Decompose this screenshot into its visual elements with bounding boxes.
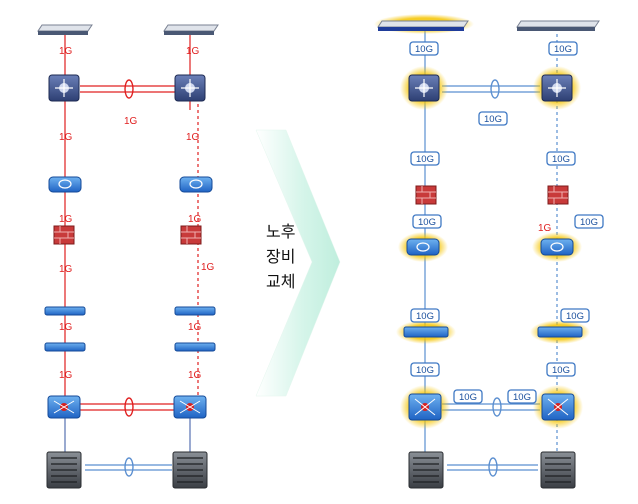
right-label-sw-l: 10G [416,365,434,376]
left-firewall-1 [53,225,75,245]
right-label-fw-side-r: 1G [538,223,552,234]
right-label-mid: 10G [484,114,502,125]
right-label-bottom-l: 10G [459,392,477,403]
left-switch-a2 [174,306,216,316]
left-label-sw-l: 1G [59,370,73,381]
left-label-lb-l: 1G [59,322,73,333]
left-label-srv-l: 1G [59,46,73,57]
right-label-core-r: 10G [552,154,570,165]
right-server-2 [516,20,600,31]
left-core-router-1 [48,74,80,102]
left-label-fw-out-r: 1G [201,262,215,273]
right-switch-1 [396,320,456,344]
left-l3-switch-2 [173,395,207,419]
left-server-2 [163,24,219,35]
left-label-fw-in-r: 1G [188,214,202,225]
right-label-fw-box-r: 10G [580,217,598,228]
left-label-fw-out-l: 1G [59,264,73,275]
right-core-router-1 [400,66,448,110]
right-label-core-l: 10G [416,154,434,165]
right-label-srv-r: 10G [554,44,572,55]
left-label-fw-in-l: 1G [59,214,73,225]
right-lb-2 [532,232,582,262]
transition-arrow: 노후 장비 교체 [255,129,341,397]
left-server-1 [37,24,93,35]
left-label-lb-r: 1G [188,322,202,333]
right-core-lag-ring [490,79,500,99]
left-lb-2 [179,176,213,193]
right-label-fw-in-l: 10G [418,217,436,228]
left-label-mid: 1G [124,116,138,127]
right-label-lb-r: 10G [566,311,584,322]
right-label-bottom-r: 10G [513,392,531,403]
right-switch-2 [530,320,590,344]
left-core-lag-ring [124,79,134,99]
left-switch-lag-ring [124,397,134,417]
right-lb-1 [398,232,448,262]
left-chassis-1 [46,451,82,489]
arrow-text-line2: 장비 [266,248,295,266]
left-lb-1 [48,176,82,193]
left-label-core-l: 1G [59,132,73,143]
right-chassis-2 [540,451,576,489]
left-label-core-r: 1G [186,132,200,143]
right-label-sw-r: 10G [552,365,570,376]
left-switch-b2 [174,342,216,352]
right-server-1 [374,14,474,34]
right-diagram: 10G 10G 10G 10G 10G 10G 10G 10G 10G 10G … [374,14,604,489]
left-core-router-2 [174,74,206,102]
right-label-lb-l: 10G [416,311,434,322]
right-l3-switch-2 [533,385,583,429]
left-l3-switch-1 [47,395,81,419]
left-switch-a1 [44,306,86,316]
left-label-sw-r: 1G [188,370,202,381]
right-core-router-2 [533,66,581,110]
left-switch-b1 [44,342,86,352]
left-bottom-lag-ring [124,457,134,477]
right-chassis-1 [408,451,444,489]
left-chassis-2 [172,451,208,489]
left-label-srv-r: 1G [186,46,200,57]
right-switch-lag-ring [492,397,502,417]
left-diagram: 1G 1G 1G 1G 1G 1G 1G 1G 1G 1G 1G 1G 1G [37,24,219,489]
right-firewall-1 [415,185,437,205]
right-bottom-lag-ring [488,457,498,477]
right-label-srv-l: 10G [415,44,433,55]
right-l3-switch-1 [400,385,450,429]
arrow-text-line1: 노후 [266,223,295,241]
left-firewall-2 [180,225,202,245]
arrow-text-line3: 교체 [266,273,295,291]
right-firewall-2 [547,185,569,205]
